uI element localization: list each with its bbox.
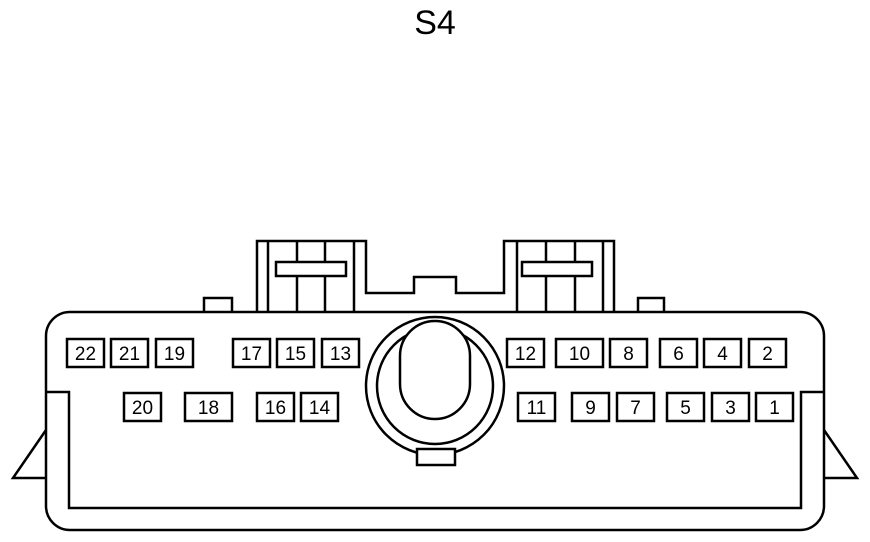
pin-14-label: 14 [309, 398, 331, 419]
pin-11-label: 11 [527, 398, 547, 419]
pin-4-box [702, 337, 743, 369]
left-wedge [10, 429, 48, 480]
pin-5-label: 5 [680, 398, 691, 419]
pin-22-label: 22 [75, 344, 96, 365]
top-latch-outline [255, 239, 616, 312]
right-latch-slot [520, 260, 594, 278]
right-small-tab [636, 296, 666, 312]
pin-7-label: 7 [630, 398, 641, 419]
pin-12-box [505, 337, 546, 369]
pin-19-box [154, 337, 195, 369]
pin-17-label: 17 [241, 344, 262, 365]
left-small-tab [202, 296, 234, 312]
pin-1-box [754, 391, 795, 423]
connector-title: S4 [414, 4, 456, 42]
pin-6-label: 6 [673, 344, 684, 365]
pin-20-label: 20 [132, 398, 153, 419]
pin-13-label: 13 [330, 344, 351, 365]
pin-18-label: 18 [198, 398, 219, 419]
pin-16-box [255, 391, 296, 423]
pin-1-label: 1 [769, 398, 780, 419]
pin-13-box [320, 337, 361, 369]
housing-inner-step [46, 390, 824, 510]
pin-3-label: 3 [725, 398, 736, 419]
pin-2-label: 2 [762, 344, 773, 365]
pin-9-box [570, 391, 611, 423]
pin-6-box [658, 337, 699, 369]
pin-19-label: 19 [164, 344, 185, 365]
pin-20-box [122, 391, 163, 423]
pin-9-label: 9 [585, 398, 596, 419]
pin-7-box [615, 391, 656, 423]
left-latch-slot [274, 260, 348, 278]
lock-lever [398, 319, 472, 421]
pin-8-box [608, 337, 649, 369]
pin-4-label: 4 [717, 344, 728, 365]
pin-21-box [109, 337, 150, 369]
pin-14-box [299, 391, 340, 423]
pin-10-box [554, 337, 605, 369]
pin-15-box [275, 337, 316, 369]
pin-15-label: 15 [285, 344, 306, 365]
pin-2-box [747, 337, 788, 369]
pin-5-box [665, 391, 706, 423]
pin-17-box [231, 337, 272, 369]
pin-21-label: 21 [119, 344, 140, 365]
pin-16-label: 16 [265, 398, 286, 419]
pin-11-box [516, 391, 557, 423]
pin-8-label: 8 [623, 344, 634, 365]
pin-18-box [183, 391, 234, 423]
right-wedge [822, 429, 860, 480]
pin-10-label: 10 [569, 344, 590, 365]
pin-12-label: 12 [515, 344, 536, 365]
pin-3-box [710, 391, 751, 423]
lock-tab [415, 447, 457, 467]
pin-22-box [65, 337, 106, 369]
